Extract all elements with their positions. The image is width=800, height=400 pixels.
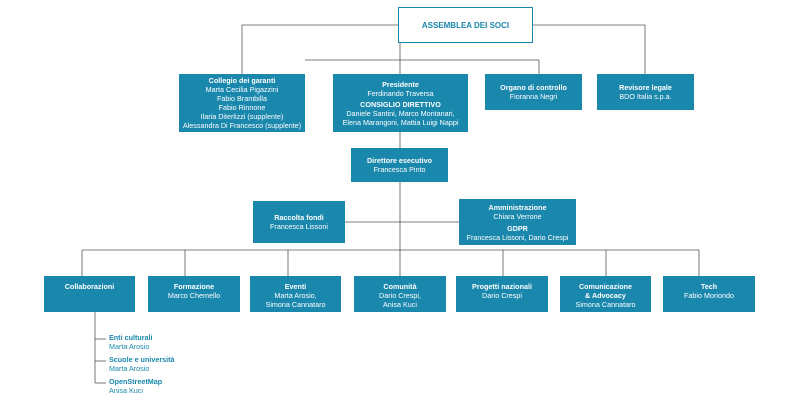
collaborazioni-sub-enti: Enti culturali Marta Arosio [109,333,153,351]
garanti-member: Alessandra Di Francesco (supplente) [182,121,302,130]
presidente-title: Presidente [382,79,419,89]
area-name: Dario Crespi, [379,291,421,300]
area-name: Anisa Kuci [383,300,417,309]
area-title-continued: & Advocacy [585,291,626,300]
area-name: Dario Crespi [482,291,522,300]
sub-name: Anisa Kuci [109,386,143,395]
gdpr-title: GDPR [507,223,528,233]
area-name: Fabio Moriondo [684,291,734,300]
presidente-name: Ferdinando Traversa [367,88,434,98]
area-collaborazioni: Collaborazioni [44,276,135,312]
area-title: Eventi [284,282,307,291]
sub-title: Enti culturali [109,333,153,342]
consiglio-title: CONSIGLIO DIRETTIVO [360,99,441,109]
area-title: Collaborazioni [64,282,115,291]
area-name: Marta Arosio, [274,291,317,300]
collaborazioni-sub-osm: OpenStreetMap Anisa Kuci [109,377,162,395]
collaborazioni-sub-scuole: Scuole e università Marta Arosio [109,355,175,373]
sub-name: Marta Arosio [109,342,150,351]
area-title: Formazione [173,282,215,291]
garanti-member: Marta Cecilia Pigazzini [205,85,279,94]
area-name: Marco Chemello [167,291,221,300]
revisore-name: BDO Italia s.p.a. [619,92,672,101]
direttore-box: Direttore esecutivo Francesca Pinto [351,148,448,182]
amministrazione-title: Amministrazione [488,202,547,212]
garanti-member: Ilaria Diterlizzi (supplente) [200,112,284,121]
area-comunita: Comunità Dario Crespi, Anisa Kuci [354,276,446,312]
presidente-box: Presidente Ferdinando Traversa CONSIGLIO… [333,74,468,132]
organo-controllo-title: Organo di controllo [500,83,567,92]
area-title: Tech [700,282,718,291]
organo-controllo-box: Organo di controllo Fioranna Negri [485,74,582,110]
area-formazione: Formazione Marco Chemello [148,276,240,312]
direttore-title: Direttore esecutivo [366,156,433,165]
raccolta-fondi-title: Raccolta fondi [274,213,324,222]
sub-title: Scuole e università [109,355,175,364]
assembly-box: ASSEMBLEA DEI SOCI [398,7,533,43]
raccolta-fondi-box: Raccolta fondi Francesca Lissoni [253,201,345,243]
gdpr-name: Francesca Lissoni, Dario Crespi [466,232,569,242]
revisore-box: Revisore legale BDO Italia s.p.a. [597,74,694,110]
garanti-member: Fabio Brambilla [217,94,267,103]
assembly-title: ASSEMBLEA DEI SOCI [421,20,510,30]
area-eventi: Eventi Marta Arosio, Simona Cannataro [250,276,341,312]
area-comunicazione: Comunicazione & Advocacy Simona Cannatar… [560,276,651,312]
organo-controllo-name: Fioranna Negri [509,92,558,101]
sub-name: Marta Arosio [109,364,150,373]
raccolta-fondi-name: Francesca Lissoni [270,222,328,231]
area-tech: Tech Fabio Moriondo [663,276,755,312]
garanti-member: Fabio Rinnone [218,103,266,112]
collegio-garanti-box: Collegio dei garanti Marta Cecilia Pigaz… [179,74,305,132]
area-title: Comunità [383,282,417,291]
amministrazione-name: Chiara Verrone [493,211,542,221]
area-progetti-nazionali: Progetti nazionali Dario Crespi [456,276,548,312]
consiglio-member: Elena Marangoni, Mattia Luigi Nappi [342,117,459,127]
amministrazione-box: Amministrazione Chiara Verrone GDPR Fran… [459,199,576,245]
area-title: Progetti nazionali [472,282,532,291]
area-name: Simona Cannataro [575,300,636,309]
direttore-name: Francesca Pinto [373,165,426,174]
consiglio-member: Daniele Santini, Marco Montanari, [346,108,455,118]
area-name: Simona Cannataro [265,300,326,309]
revisore-title: Revisore legale [619,83,672,92]
area-title: Comunicazione [578,282,633,291]
sub-title: OpenStreetMap [109,377,163,386]
collegio-garanti-title: Collegio dei garanti [208,76,276,85]
